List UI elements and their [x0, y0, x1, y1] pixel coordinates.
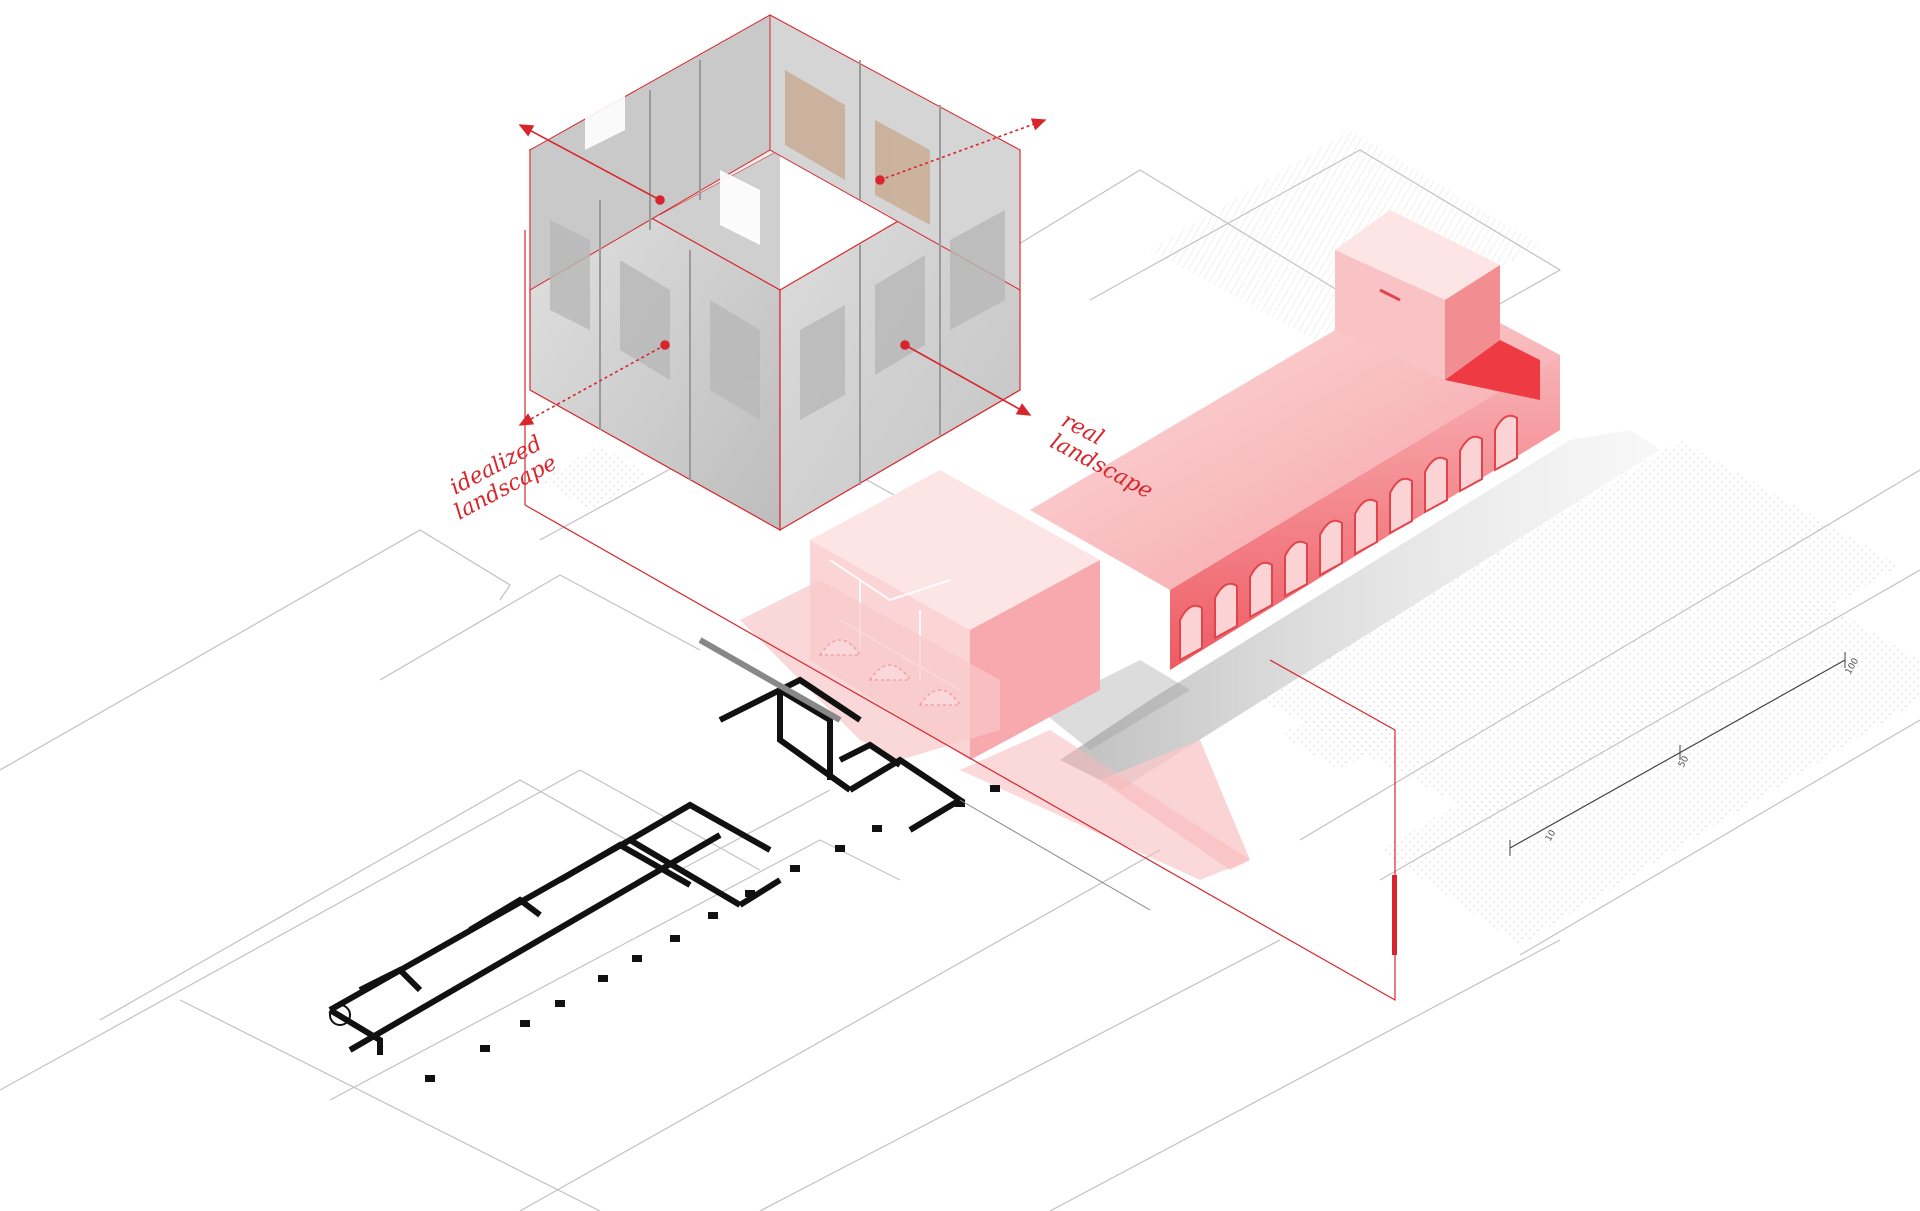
building-shadow	[1060, 430, 1660, 790]
building-shadow-2	[1040, 660, 1190, 750]
colonnade-piers	[425, 785, 1000, 1082]
pink-building	[740, 210, 1560, 880]
idealized-landscape-label: idealized landscape	[439, 428, 564, 525]
arcade	[1179, 414, 1518, 662]
view-arrows	[518, 118, 1047, 426]
floor-plan	[328, 676, 966, 1055]
stair-icon	[329, 1004, 351, 1026]
